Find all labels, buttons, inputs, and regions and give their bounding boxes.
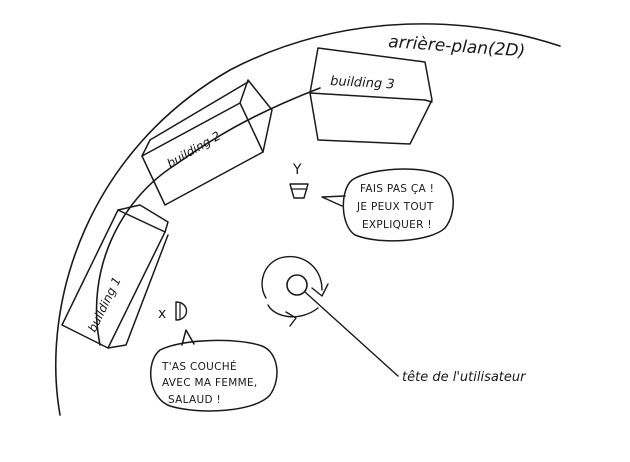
user-head: [261, 255, 399, 377]
user-head-label: tête de l'utilisateur: [402, 370, 527, 385]
left-character-symbol: x: [158, 306, 166, 322]
top-character-symbol: Y: [292, 162, 302, 178]
building-2-label: building 2: [165, 129, 224, 171]
bubble-right-line-1: FAIS PAS ÇA !: [360, 183, 434, 195]
building-2: building 2: [141, 79, 273, 206]
building-1-label: building 1: [85, 275, 124, 335]
bubble-left-line-1: T'AS COUCHÉ: [161, 360, 237, 373]
speech-bubble-left: T'AS COUCHÉ AVEC MA FEMME, SALAUD !: [150, 329, 278, 412]
inner-arc: [95, 87, 321, 346]
speech-bubble-right: FAIS PAS ÇA ! JE PEUX TOUT EXPLIQUER !: [321, 168, 454, 242]
top-character: Y: [289, 162, 309, 199]
outer-arc: [54, 23, 561, 416]
building-3: building 3: [309, 47, 433, 145]
background-label: arrière-plan(2D): [388, 32, 526, 62]
building-3-label: building 3: [330, 74, 395, 92]
bubble-right-line-3: EXPLIQUER !: [362, 219, 432, 231]
bubble-left-line-2: AVEC MA FEMME,: [162, 377, 258, 389]
left-character: x: [158, 301, 188, 322]
bubble-right-line-2: JE PEUX TOUT: [356, 201, 434, 213]
bubble-left-line-3: SALAUD !: [168, 394, 221, 406]
building-1: building 1: [61, 204, 169, 349]
